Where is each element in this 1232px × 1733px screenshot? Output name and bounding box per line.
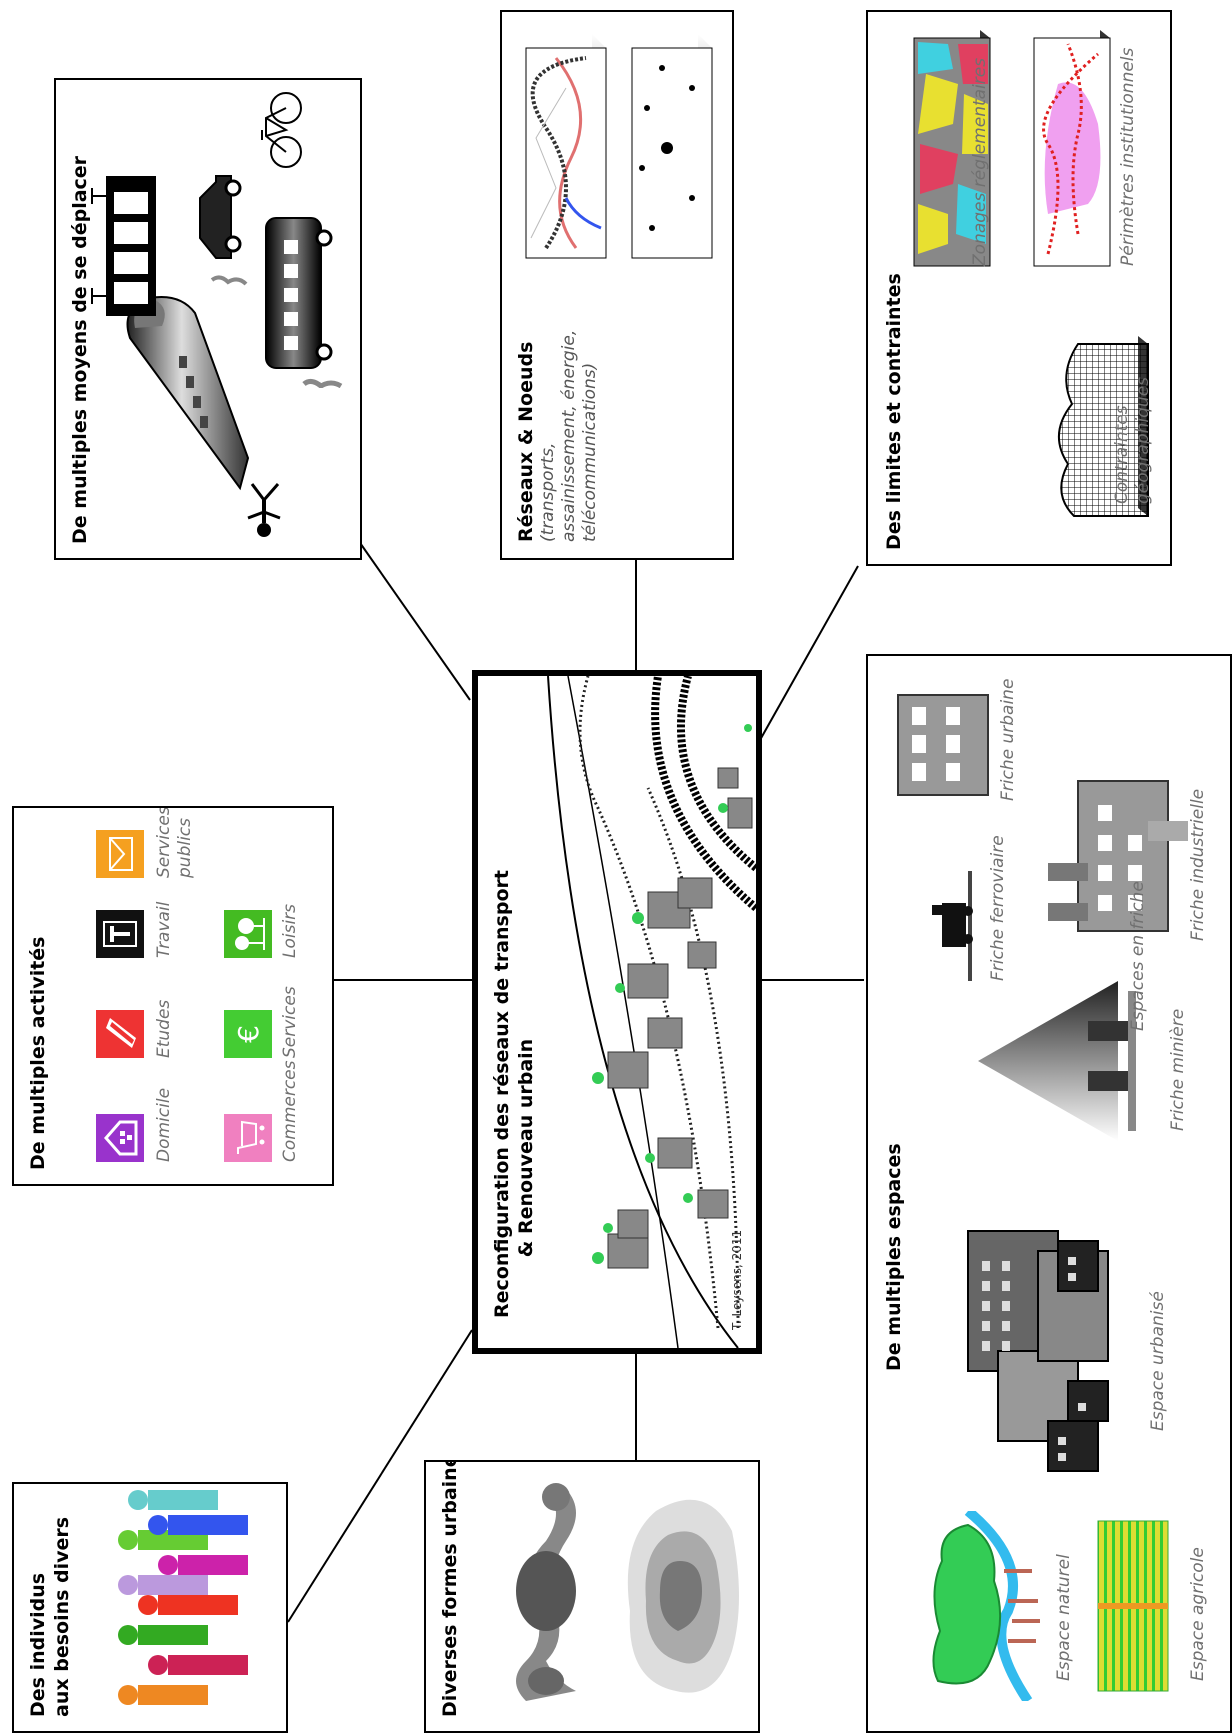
label-geo-constraints: Contraintes géographiques bbox=[1112, 376, 1153, 504]
center-box-inner: Reconfiguration des réseaux de transport… bbox=[478, 676, 756, 1348]
networks-subtitle: (transports, assainissement, énergie, té… bbox=[538, 329, 600, 542]
leisure-icon bbox=[224, 910, 272, 958]
label-zoning: Zonages réglementaires bbox=[970, 57, 990, 266]
center-title-line2: & Renouveau urbain bbox=[515, 1038, 537, 1258]
label-espace-urbanise: Espace urbanisé bbox=[1148, 1291, 1168, 1431]
network-nodes-icon bbox=[631, 34, 713, 259]
home-icon bbox=[96, 1114, 144, 1162]
tram-icon bbox=[91, 176, 156, 316]
networks-title: Réseaux & Noeuds (transports, assainisse… bbox=[514, 302, 601, 542]
spaces-box-inner: De multiples espaces Espace naturel Espa… bbox=[868, 656, 1230, 1731]
urbanized-space-icon bbox=[967, 1230, 1109, 1472]
transport-box-inner: De multiples moyens de se déplacer bbox=[56, 80, 360, 558]
individuals-title-line1: Des individus bbox=[27, 1572, 49, 1717]
center-title-line1: Reconfiguration des réseaux de transport bbox=[491, 870, 513, 1318]
shopping-cart-icon bbox=[224, 1114, 272, 1162]
concentric-urban-form-icon bbox=[627, 1499, 739, 1693]
linear-urban-form-icon bbox=[516, 1483, 576, 1701]
connector-transport bbox=[357, 539, 471, 701]
people-icon bbox=[118, 1490, 248, 1705]
transport-box: De multiples moyens de se déplacer bbox=[54, 78, 362, 560]
svg-text:€: € bbox=[232, 1025, 265, 1043]
label-loisirs: Loisirs bbox=[280, 903, 300, 958]
car-icon bbox=[199, 175, 248, 286]
individuals-title: Des individus aux besoins divers bbox=[26, 1517, 74, 1717]
activities-box: De multiples activités Domicile Etudes T… bbox=[12, 806, 334, 1186]
label-espace-agricole: Espace agricole bbox=[1188, 1547, 1208, 1681]
perimeters-icon bbox=[1033, 30, 1111, 267]
railway-wasteland-icon bbox=[932, 871, 973, 981]
connector-limits bbox=[759, 565, 859, 741]
label-etudes: Etudes bbox=[154, 999, 174, 1058]
label-friche-ferroviaire: Friche ferroviaire bbox=[988, 835, 1008, 981]
limits-title: Des limites et contraintes bbox=[883, 273, 905, 550]
label-espaces-en-friche: Espaces en friche bbox=[1128, 881, 1148, 1031]
study-icon bbox=[96, 1010, 144, 1058]
label-travail: Travail bbox=[154, 901, 174, 958]
mining-wasteland-icon bbox=[978, 981, 1136, 1141]
urban-landscape-illustration bbox=[547, 676, 756, 1348]
connector-individuals bbox=[287, 1329, 473, 1623]
center-box: Reconfiguration des réseaux de transport… bbox=[472, 670, 762, 1354]
limits-box: Des limites et contraintes Contraintes g… bbox=[866, 10, 1172, 566]
euro-icon: € bbox=[224, 1010, 272, 1058]
urban-wasteland-icon bbox=[897, 694, 989, 796]
individuals-title-line2: aux besoins divers bbox=[51, 1516, 73, 1717]
pedestrian-icon bbox=[247, 483, 281, 537]
limits-box-inner: Des limites et contraintes Contraintes g… bbox=[868, 12, 1170, 564]
natural-space-icon bbox=[932, 1511, 1040, 1701]
individuals-box-inner: Des individus aux besoins divers bbox=[14, 1484, 286, 1731]
bicycle-icon bbox=[261, 92, 302, 168]
geographic-constraints-icon bbox=[1057, 336, 1149, 517]
urban-forms-title-text: Diverses formes urbaines bbox=[439, 1460, 461, 1717]
networks-box-inner: Réseaux & Noeuds (transports, assainisse… bbox=[502, 12, 732, 558]
bus-icon bbox=[265, 217, 343, 388]
industrial-wasteland-icon bbox=[1048, 780, 1188, 932]
urban-forms-box-inner: Diverses formes urbaines bbox=[426, 1462, 758, 1731]
individuals-box: Des individus aux besoins divers bbox=[12, 1482, 288, 1733]
network-map-icon bbox=[525, 34, 607, 259]
agricultural-space-icon bbox=[1097, 1520, 1169, 1692]
center-title: Reconfiguration des réseaux de transport… bbox=[490, 870, 538, 1318]
label-perimeters: Périmètres institutionnels bbox=[1118, 47, 1138, 266]
zoning-icon bbox=[913, 30, 991, 267]
mail-icon bbox=[96, 830, 144, 878]
networks-box: Réseaux & Noeuds (transports, assainisse… bbox=[500, 10, 734, 560]
work-icon bbox=[96, 910, 144, 958]
label-services-publics: Services publics bbox=[154, 806, 195, 878]
label-friche-urbaine: Friche urbaine bbox=[998, 678, 1018, 801]
spaces-box: De multiples espaces Espace naturel Espa… bbox=[866, 654, 1232, 1733]
networks-title-text: Réseaux & Noeuds bbox=[515, 341, 537, 542]
activities-title: De multiples activités bbox=[27, 936, 49, 1170]
label-espace-naturel: Espace naturel bbox=[1054, 1554, 1074, 1681]
label-commerces: Commerces bbox=[280, 1060, 300, 1162]
center-credit: T. Leysens, 2011 bbox=[730, 1229, 744, 1330]
label-domicile: Domicile bbox=[154, 1087, 174, 1162]
label-services: Services bbox=[280, 986, 300, 1058]
urban-forms-box: Diverses formes urbaines bbox=[424, 1460, 760, 1733]
label-friche-industrielle: Friche industrielle bbox=[1188, 788, 1208, 941]
label-friche-miniere: Friche minière bbox=[1168, 1008, 1188, 1131]
spaces-title: De multiples espaces bbox=[883, 1143, 905, 1371]
activities-box-inner: De multiples activités Domicile Etudes T… bbox=[14, 808, 332, 1184]
